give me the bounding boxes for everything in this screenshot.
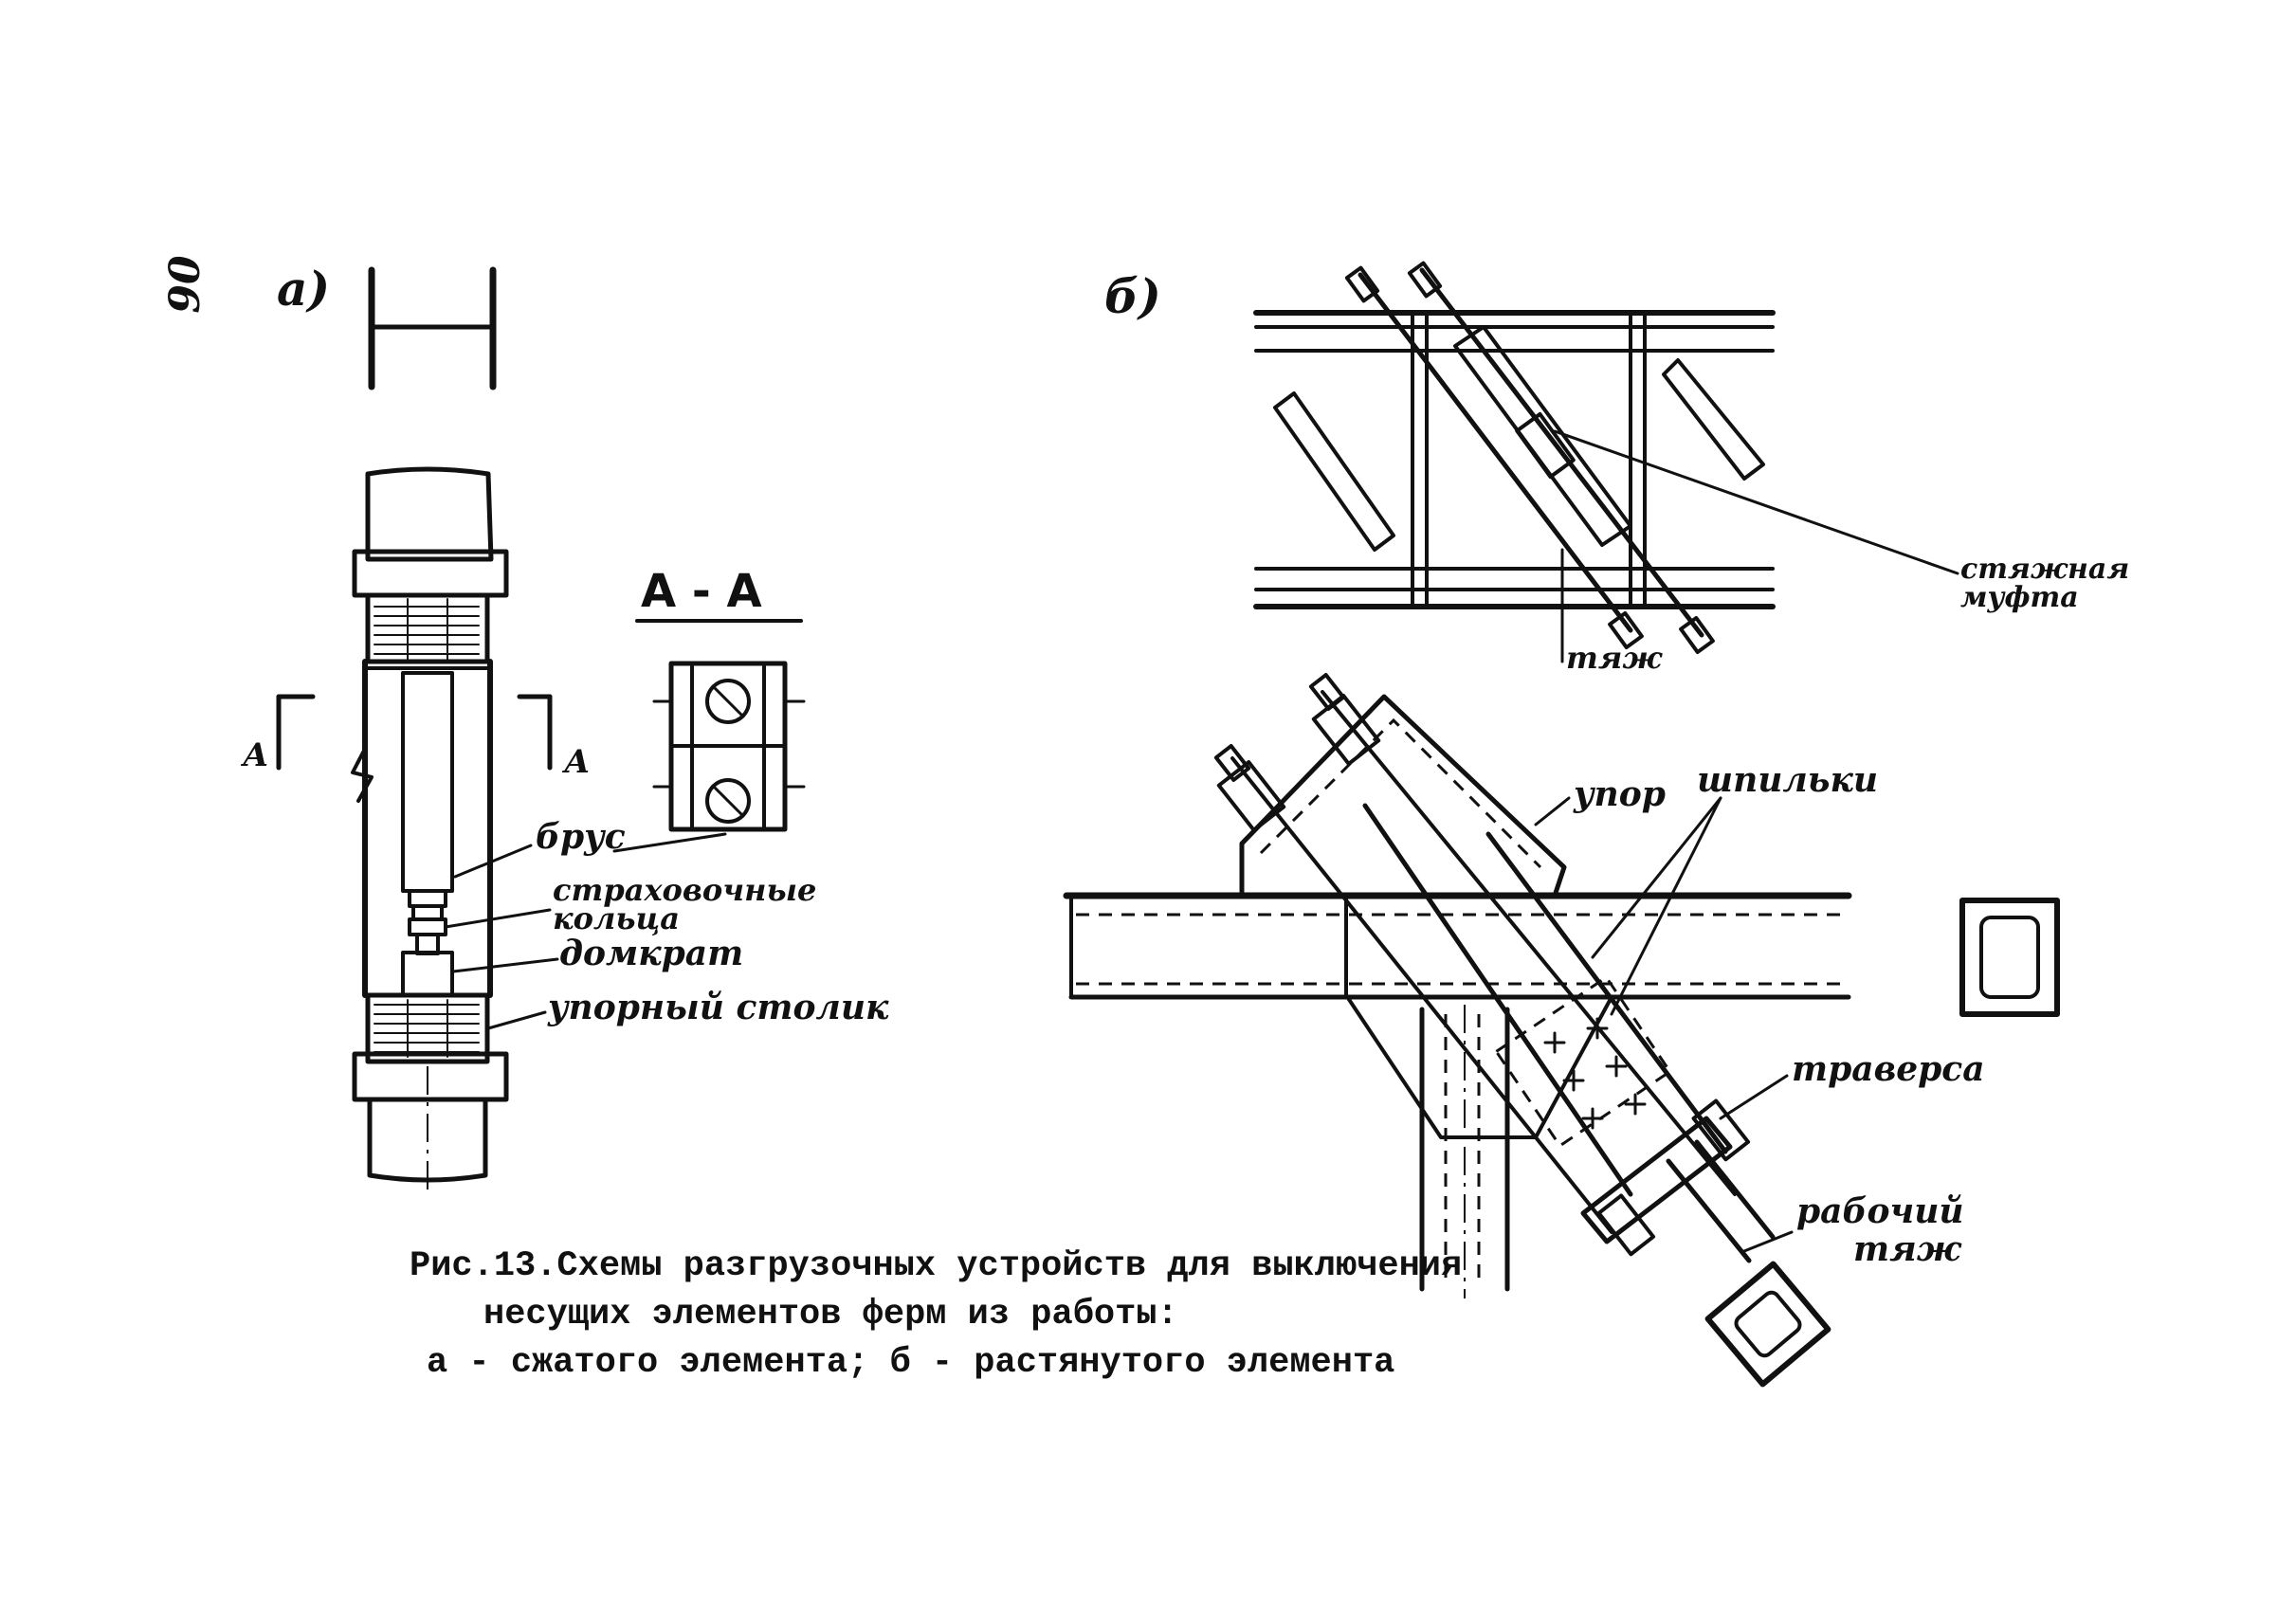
section-mark-left: А [240, 694, 316, 774]
section-title: А - А [641, 565, 762, 618]
label-stop: упор [1573, 774, 1666, 814]
label-work-rod-1: рабочий [1796, 1191, 1964, 1231]
bottom-clamp [352, 1051, 509, 1102]
section-aa-view [652, 661, 806, 832]
top-stop-table [374, 598, 480, 661]
labels-panel-a: брус страховочные кольца домкрат упорный… [444, 817, 889, 1030]
label-work-rod-2: тяж [1853, 1229, 1962, 1269]
labels-panel-b-lower: упор шпильки траверса рабочий тяж [1534, 760, 1985, 1269]
label-jack: домкрат [559, 934, 743, 973]
safety-ring [408, 889, 447, 908]
svg-text:А: А [240, 736, 269, 774]
caption-line-3: а - сжатого элемента; б - растянутого эл… [427, 1343, 1394, 1383]
truss-node-lower [1063, 673, 1852, 1298]
caption-line-1: Рис.13.Схемы разгрузочных устройств для … [410, 1246, 1462, 1286]
traverse [1580, 1116, 1733, 1244]
label-stop-table: упорный столик [547, 988, 889, 1027]
truss-node-upper [1253, 261, 1776, 655]
label-coupling-1: стяжная [1960, 553, 2129, 586]
cross-section-box-bottom [1704, 1261, 1831, 1388]
beam-timber [401, 671, 454, 893]
label-rod: тяж [1566, 640, 1663, 676]
figure-caption: Рис.13.Схемы разгрузочных устройств для … [410, 1246, 1462, 1383]
panel-a-label: а) [277, 261, 330, 317]
labels-panel-b-upper: стяжная муфта тяж [1553, 429, 2129, 676]
label-traverse: траверса [1792, 1049, 1985, 1089]
svg-text:А: А [561, 743, 591, 781]
cross-section-box-right [1959, 898, 2060, 1017]
h-section-icon [368, 266, 497, 390]
page-number: 90 [161, 255, 210, 314]
section-mark-right: А [517, 694, 591, 781]
jack [401, 951, 454, 997]
label-rings-2: кольца [553, 900, 680, 936]
label-coupling-2: муфта [1960, 581, 2079, 614]
compressed-member [351, 466, 509, 1189]
bottom-stop-table [374, 999, 480, 1058]
label-studs: шпильки [1697, 760, 1878, 800]
caption-line-2: несущих элементов ферм из работы: [483, 1295, 1178, 1335]
label-beam: брус [536, 817, 626, 857]
label-rings-1: страховочные [553, 872, 816, 908]
panel-b-label: б) [1104, 268, 1161, 324]
